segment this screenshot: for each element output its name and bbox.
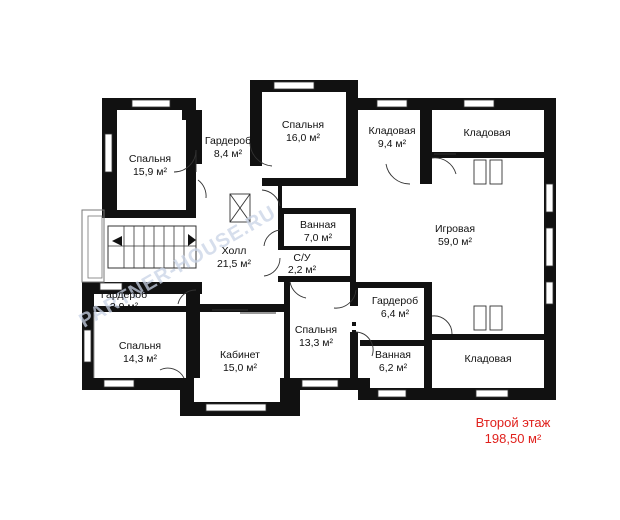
room-name-wc: С/У: [293, 252, 311, 264]
room-area-wardrobe-se: 6,4 м²: [381, 308, 410, 320]
room-name-wardrobe-sw: Гардероб: [101, 289, 147, 301]
room-name-pantry-se: Кладовая: [464, 353, 511, 365]
room-name-playroom: Игровая: [435, 223, 475, 235]
room-area-wc: 2,2 м²: [288, 264, 317, 276]
light-shaft: [229, 193, 251, 223]
room-area-playroom: 59,0 м²: [438, 236, 473, 248]
room-area-bathroom-center: 7,0 м²: [304, 232, 333, 244]
room-name-bedroom-s: Спальня: [295, 324, 337, 336]
room-name-bathroom-center: Ванная: [300, 219, 336, 231]
room-area-pantry-n: 9,4 м²: [378, 138, 407, 150]
room-name-bedroom-nw: Спальня: [129, 153, 171, 165]
floor-caption: Второй этаж 198,50 м²: [438, 415, 588, 447]
room-name-pantry-ne: Кладовая: [463, 127, 510, 139]
closets: [473, 159, 503, 331]
room-name-hall: Холл: [222, 245, 247, 257]
stair-balcony: [81, 209, 197, 287]
floor-total-area: 198,50 м²: [484, 431, 542, 446]
room-area-bedroom-s: 13,3 м²: [299, 337, 334, 349]
doors: [159, 141, 457, 379]
room-area-wardrobe-sw: 3,9 м²: [110, 301, 139, 313]
room-area-hall: 21,5 м²: [217, 258, 252, 270]
room-labels: Спальня 15,9 м² Гардероб 8,4 м² Спальня …: [101, 119, 512, 374]
room-area-bedroom-nw: 15,9 м²: [133, 166, 168, 178]
room-name-wardrobe-n: Гардероб: [205, 135, 251, 147]
room-name-study: Кабинет: [220, 349, 260, 361]
plumbing-marks: [191, 128, 430, 342]
room-name-bedroom-n: Спальня: [282, 119, 324, 131]
room-area-bathroom-se: 6,2 м²: [379, 362, 408, 374]
room-area-wardrobe-n: 8,4 м²: [214, 148, 243, 160]
room-area-bedroom-n: 16,0 м²: [286, 132, 321, 144]
floor-title: Второй этаж: [475, 415, 551, 430]
room-name-pantry-n: Кладовая: [368, 125, 415, 137]
room-area-study: 15,0 м²: [223, 362, 258, 374]
room-name-bathroom-se: Ванная: [375, 349, 411, 361]
windows: [83, 81, 554, 412]
sliding-doors: [212, 153, 456, 314]
room-area-bedroom-sw: 14,3 м²: [123, 353, 158, 365]
room-name-bedroom-sw: Спальня: [119, 340, 161, 352]
room-name-wardrobe-se: Гардероб: [372, 295, 418, 307]
